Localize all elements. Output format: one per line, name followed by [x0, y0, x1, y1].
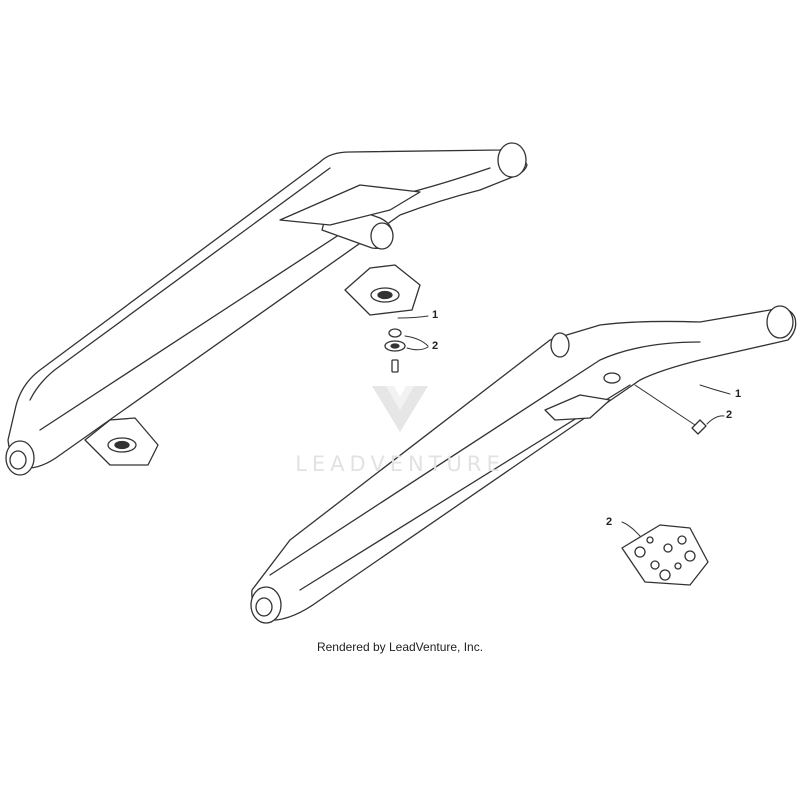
watermark-text: LEADVENTURE [295, 452, 505, 476]
callout-label: 2 [726, 409, 733, 421]
callout-label: 1 [735, 388, 742, 400]
callout-label: 1 [432, 309, 439, 321]
footer-credit: Rendered by LeadVenture, Inc. [316, 640, 484, 654]
callout-label: 2 [432, 340, 439, 352]
callout-label: 2 [606, 516, 613, 528]
